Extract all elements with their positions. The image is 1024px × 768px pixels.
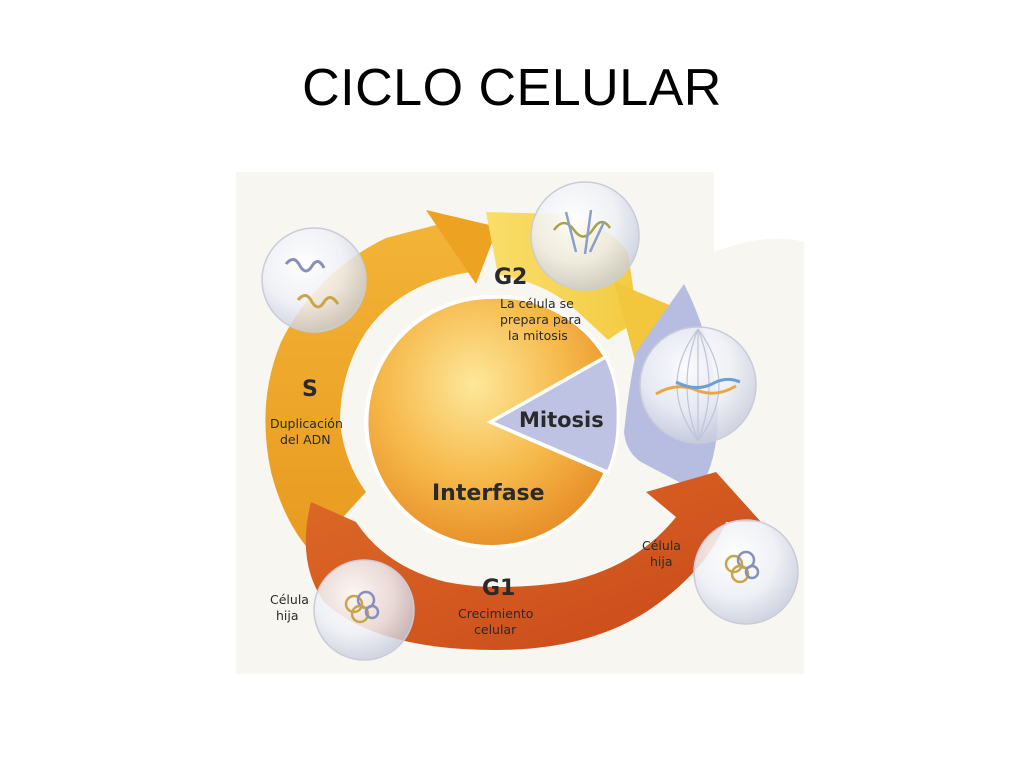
g2-description-line: prepara para	[500, 312, 581, 327]
g2-description-line: La célula se	[500, 296, 574, 311]
daughter-cell-right-label: hija	[650, 554, 673, 569]
g2-label: G2	[494, 265, 527, 290]
g2-description-line: la mitosis	[508, 328, 568, 343]
g1-description-line: celular	[474, 622, 517, 637]
daughter-cell-right-label: Célula	[642, 538, 681, 553]
daughter-cell-left-label: hija	[276, 608, 299, 623]
g1-description-line: Crecimiento	[458, 606, 533, 621]
s-cell-bubble	[262, 228, 366, 332]
daughter-cell-left-bubble	[314, 560, 414, 660]
s-description-line: del ADN	[280, 432, 331, 447]
cell-cycle-diagram: G2 La célula se prepara para la mitosis …	[236, 172, 804, 674]
slide-title: CICLO CELULAR	[0, 58, 1024, 118]
g1-label: G1	[482, 576, 515, 601]
s-description-line: Duplicación	[270, 416, 343, 431]
mitosis-label: Mitosis	[519, 408, 604, 432]
interfase-label: Interfase	[432, 481, 545, 506]
s-label: S	[302, 377, 318, 402]
daughter-cell-left-label: Célula	[270, 592, 309, 607]
